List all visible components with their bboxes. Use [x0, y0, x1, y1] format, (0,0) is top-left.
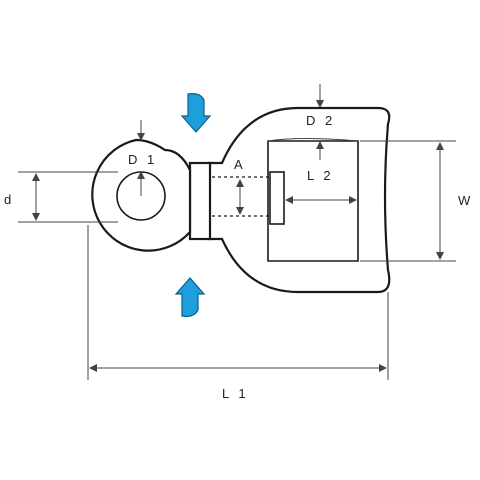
label-w: W — [458, 193, 473, 208]
curved-arrow-up-icon — [174, 277, 206, 317]
curved-arrow-down-icon — [180, 93, 212, 133]
label-d1: D 1 — [128, 152, 157, 167]
label-l1: L 1 — [222, 386, 249, 401]
label-d2: D 2 — [306, 113, 335, 128]
shaft-head — [269, 171, 285, 225]
swivel-collar — [188, 161, 212, 241]
label-l2: L 2 — [307, 168, 334, 183]
jaw-opening-curve — [267, 138, 359, 142]
label-a: A — [234, 157, 246, 172]
label-d: d — [4, 192, 14, 207]
